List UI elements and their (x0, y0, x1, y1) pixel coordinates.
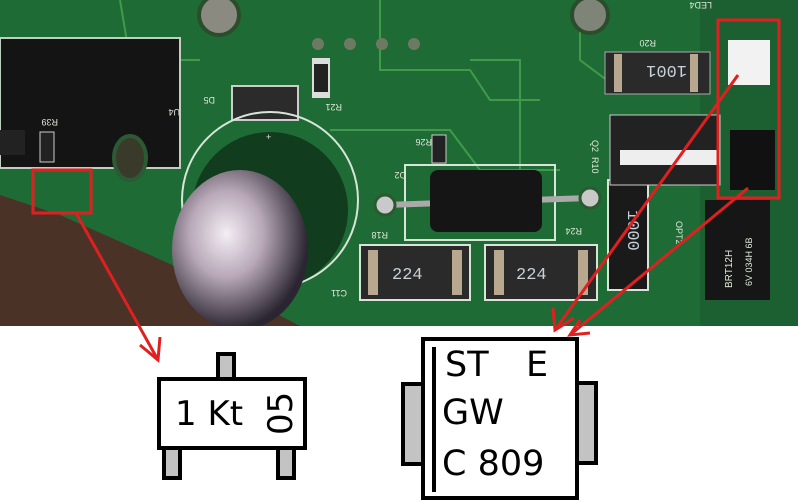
pin-bottom-left (162, 446, 182, 480)
svg-text:1000: 1000 (622, 210, 641, 251)
pin1-bar (432, 347, 436, 492)
sot-large-body (421, 337, 579, 500)
svg-text:6V 034H 6B: 6V 034H 6B (744, 237, 754, 286)
svg-text:R10: R10 (590, 157, 600, 174)
svg-text:1001: 1001 (646, 60, 687, 79)
svg-text:224: 224 (516, 266, 547, 285)
resistor-r18 (359, 244, 471, 301)
pcb-photo: R21 D5 U4 R39 + C11 D2 R10 Q2 R18 R24 R2… (0, 0, 798, 326)
svg-text:224: 224 (392, 266, 423, 285)
optocoupler-opt2 (705, 200, 770, 300)
svg-text:C11: C11 (331, 288, 347, 298)
svg-text:+: + (266, 132, 271, 142)
svg-text:Q2: Q2 (590, 140, 600, 152)
marking-c809: C 809 (442, 444, 545, 484)
marking-gw: GW (442, 393, 504, 433)
svg-text:D2: D2 (394, 170, 406, 180)
svg-text:R26: R26 (415, 137, 432, 147)
svg-text:R21: R21 (325, 102, 342, 112)
svg-text:R39: R39 (41, 117, 58, 127)
sot23-marking-2: 05 (261, 391, 301, 435)
svg-text:BRT12H: BRT12H (724, 250, 735, 288)
sot23-body (157, 377, 307, 450)
sot23-marking-1: 1 Kt (175, 394, 244, 434)
pin-bottom-right (276, 446, 296, 480)
svg-text:R20: R20 (639, 38, 656, 48)
svg-text:D5: D5 (203, 95, 215, 105)
svg-text:LED4: LED4 (689, 0, 712, 10)
u4-component (0, 37, 181, 169)
capacitor-c11 (172, 170, 308, 326)
svg-text:R18: R18 (371, 230, 388, 240)
diode-d2 (430, 170, 542, 232)
svg-text:R24: R24 (565, 226, 582, 236)
marking-st: ST (445, 345, 489, 385)
marking-e: E (526, 345, 549, 385)
svg-text:OPT2: OPT2 (674, 221, 684, 245)
svg-text:U4: U4 (168, 107, 180, 117)
